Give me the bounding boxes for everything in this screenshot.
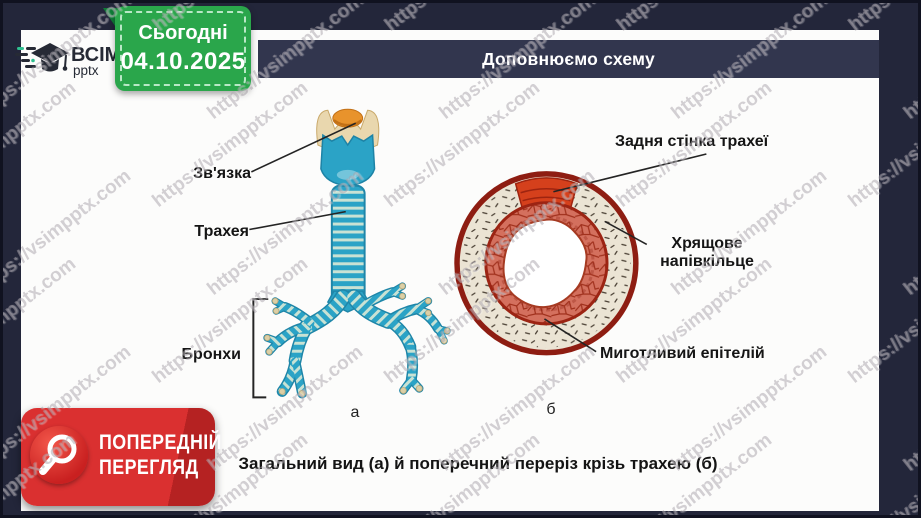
label-trachea: Трахея xyxy=(194,223,249,240)
label-bronchi: Бронхи xyxy=(181,346,241,363)
bronchi-tips xyxy=(264,282,451,397)
thyroid-cartilage xyxy=(320,133,376,187)
tracheal-lumen xyxy=(502,218,588,309)
figure-caption: Загальний вид (а) й поперечний переріз к… xyxy=(238,454,718,473)
preview-badge-line2: ПЕРЕГЛЯД xyxy=(99,456,199,479)
label-ligament: Зв'язка xyxy=(193,165,251,182)
label-cartilage-ring: Хрящове напівкільце xyxy=(660,235,754,271)
figure-a-tag: а xyxy=(350,404,360,421)
label-posterior-wall: Задня стінка трахеї xyxy=(615,133,769,150)
slide-title: Доповнюємо схему xyxy=(482,48,655,69)
graduation-cap-icon xyxy=(15,43,69,72)
epithelium-pointer-line xyxy=(544,318,597,353)
trachea-pointer-line xyxy=(249,210,346,231)
logo-name: ВСІМ xyxy=(71,44,121,66)
magnifier-icon xyxy=(39,434,77,475)
cross-section-illustration xyxy=(454,171,639,356)
bronchi-branches xyxy=(263,282,451,399)
date-badge-date: 04.10.2025 xyxy=(120,47,246,75)
posterior-wall-pointer-line xyxy=(553,153,707,193)
trachea-tube xyxy=(330,184,366,305)
date-badge-label: Сьогодні xyxy=(138,21,228,44)
label-epithelium: Миготливий епітелій xyxy=(600,345,765,362)
date-badge-dashed-border: Сьогодні 04.10.2025 xyxy=(120,11,246,86)
slide-title-bar: Доповнюємо схему xyxy=(258,40,879,78)
figure-b-tag: б xyxy=(546,401,556,418)
logo-sub: pptx xyxy=(73,63,99,78)
vsim-pptx-logo: ВСІМ pptx xyxy=(15,43,121,78)
date-badge: Сьогодні 04.10.2025 xyxy=(115,6,251,91)
cartilage-pointer-line xyxy=(604,220,648,246)
magnifier-circle xyxy=(30,426,88,484)
trachea-illustration xyxy=(263,108,451,399)
ligament-pointer-line xyxy=(251,122,357,173)
preview-badge: ПОПЕРЕДНІЙ ПЕРЕГЛЯД xyxy=(21,408,221,506)
preview-badge-line1: ПОПЕРЕДНІЙ xyxy=(99,431,222,454)
preview-badge-text: ПОПЕРЕДНІЙ ПЕРЕГЛЯД xyxy=(99,430,222,480)
anatomy-figure xyxy=(249,108,707,399)
bronchi-bracket xyxy=(252,298,269,399)
pointer-lines xyxy=(249,122,707,399)
